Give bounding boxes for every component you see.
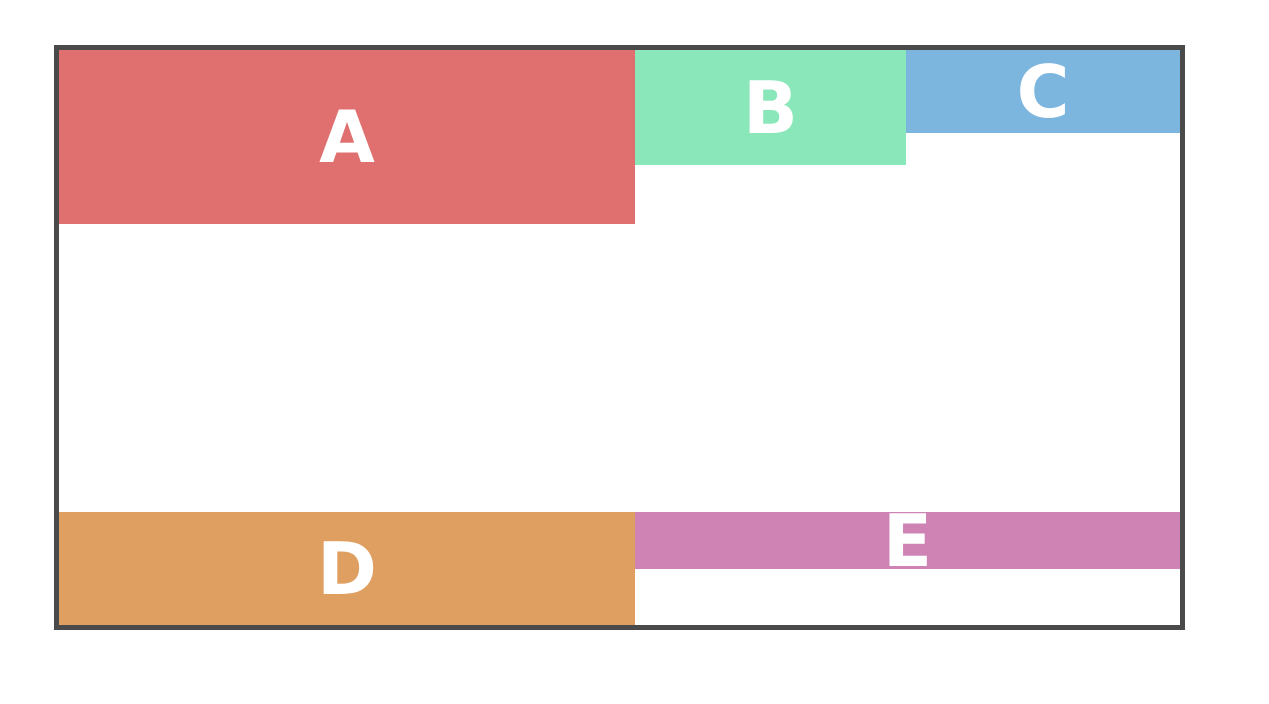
block-label: C	[1016, 49, 1070, 134]
block-label: E	[882, 498, 933, 583]
block-c: C	[906, 49, 1180, 134]
block-a: A	[59, 50, 635, 224]
block-d: D	[59, 512, 635, 625]
block-label: A	[319, 95, 375, 179]
block-e: E	[635, 499, 1180, 583]
block-label: B	[743, 65, 798, 150]
outer-frame: A B C D E	[54, 45, 1185, 630]
block-label: D	[317, 526, 377, 611]
block-b: B	[635, 50, 906, 165]
